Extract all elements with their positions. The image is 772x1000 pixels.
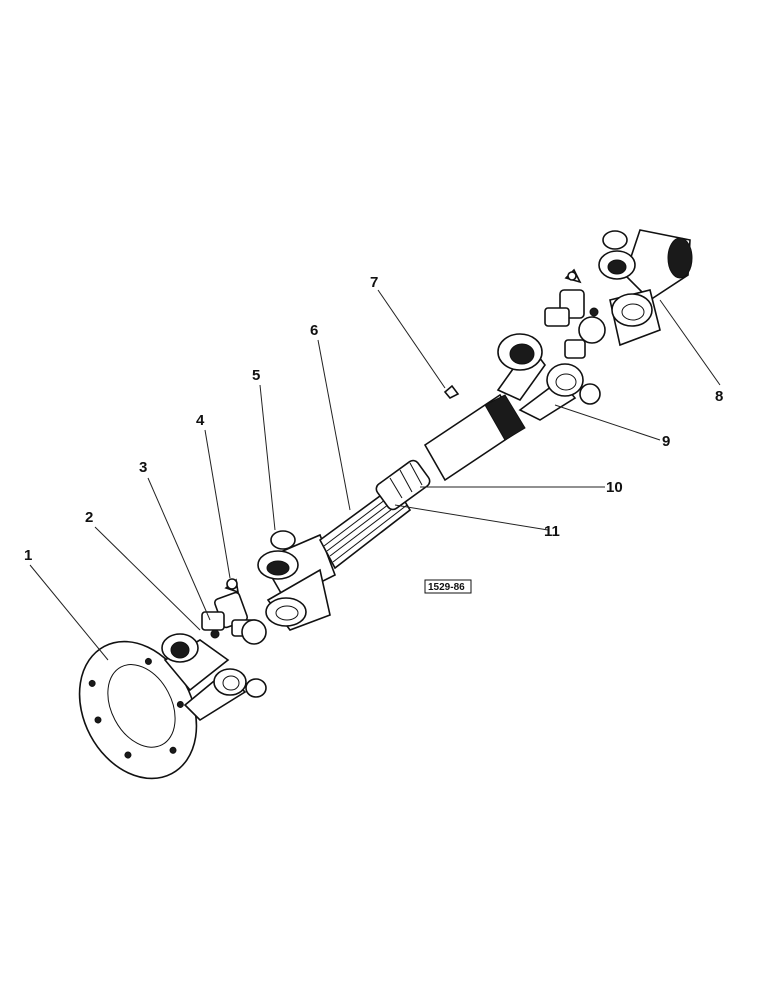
- leader-3: [147, 477, 211, 621]
- callout-4: 4: [196, 412, 205, 429]
- leader-6: [317, 339, 351, 511]
- callout-8: 8: [715, 388, 723, 405]
- leader-2: [94, 526, 201, 631]
- callout-10: 10: [606, 479, 623, 496]
- bearing-sleeve: [375, 459, 431, 511]
- callout-11: 11: [544, 523, 560, 540]
- leader-9: [554, 404, 661, 441]
- upper-cross-bearing-kit: [544, 268, 606, 359]
- figure-reference-code: 1529-86: [428, 582, 465, 593]
- lower-cross-bearing-kit: [201, 578, 267, 645]
- callout-3: 3: [139, 459, 147, 476]
- tube-yoke: [423, 333, 584, 482]
- leader-7: [377, 289, 446, 389]
- leader-8: [659, 299, 721, 386]
- end-yoke: [598, 229, 693, 347]
- callout-7: 7: [370, 274, 378, 291]
- leader-1: [29, 564, 109, 661]
- upper-snap-ring-5: [270, 530, 296, 550]
- grease-fitting-7: [443, 384, 460, 399]
- figure-reference-tag: 1529-86: [424, 579, 472, 594]
- leader-5: [259, 384, 276, 531]
- callout-9: 9: [662, 433, 670, 450]
- callout-2: 2: [85, 509, 93, 526]
- flange-yoke-part: [78, 633, 247, 780]
- snap-ring-9: [579, 383, 601, 405]
- leader-11: [394, 504, 549, 531]
- callout-1: 1: [24, 547, 32, 564]
- snap-ring-8: [602, 230, 628, 250]
- leader-4: [204, 429, 231, 579]
- callout-6: 6: [310, 322, 318, 339]
- lower-snap-ring: [245, 678, 267, 698]
- callout-5: 5: [252, 367, 260, 384]
